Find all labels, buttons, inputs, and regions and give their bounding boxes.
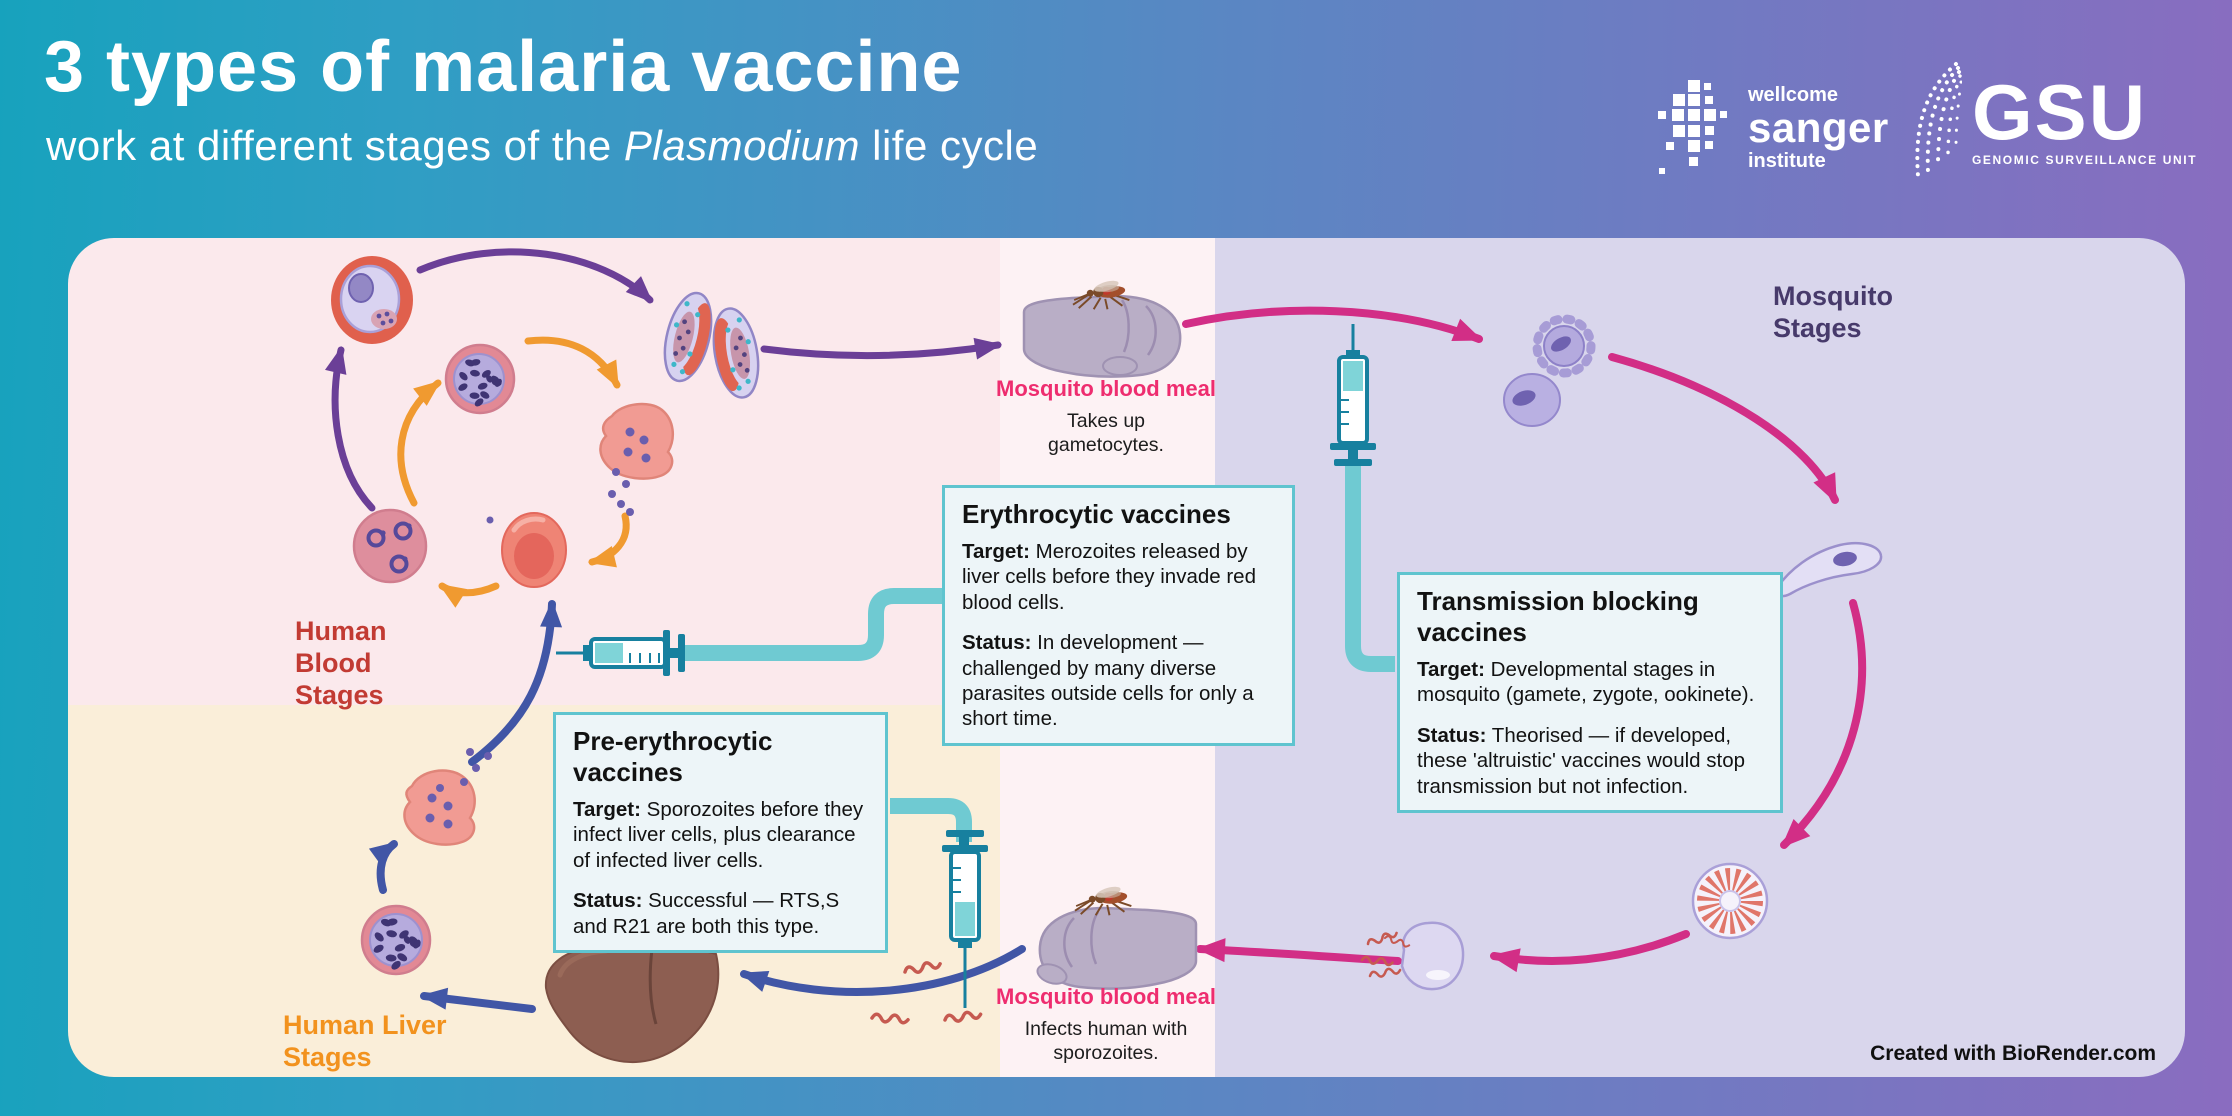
erythrocytic-vaccines-box: Erythrocytic vaccines Target: Merozoites… [942, 485, 1295, 746]
blood-meal-bottom-caption: Infects human with sporozoites. [1024, 1018, 1188, 1065]
pre-erythrocytic-title: Pre-erythrocytic vaccines [573, 726, 773, 787]
subtitle-italic: Plasmodium [623, 122, 860, 169]
blood-meal-top-label: Mosquito blood meal Takes up gametocytes… [992, 376, 1220, 458]
blood-meal-top-caption: Takes up gametocytes. [1048, 410, 1164, 457]
erythrocytic-status: Status: In development — challenged by m… [962, 630, 1275, 732]
blood-meal-top-title: Mosquito blood meal [996, 376, 1216, 401]
pre-erythrocytic-target: Target: Sporozoites before they infect l… [573, 797, 868, 873]
gsu-globe-icon [1915, 62, 1962, 178]
gsu-logo: GSU GENOMIC SURVEILLANCE UNIT [1898, 60, 2197, 182]
target-text: Developmental stages in mosquito (gamete… [1417, 658, 1755, 707]
biorender-credit: Created with BioRender.com [1870, 1042, 2156, 1065]
blood-meal-bottom-label: Mosquito blood meal Infects human with s… [992, 984, 1220, 1066]
region-human-blood [68, 238, 1000, 705]
gsu-caption: GENOMIC SURVEILLANCE UNIT [1972, 153, 2198, 168]
sanger-logo-text: wellcome sanger institute [1748, 85, 1889, 171]
gsu-logo-text: GSU GENOMIC SURVEILLANCE UNIT [1972, 67, 2198, 168]
mosquito-stages-label: Mosquito Stages [1773, 281, 1893, 343]
target-label: Target: [573, 798, 641, 821]
transmission-target: Target: Developmental stages in mosquito… [1417, 657, 1763, 708]
status-text: Successful — RTS,S and R21 are both this… [573, 889, 840, 938]
transmission-blocking-vaccines-box: Transmission blocking vaccines Target: D… [1397, 572, 1783, 814]
target-label: Target: [962, 540, 1030, 563]
page-title: 3 types of malaria vaccine [44, 27, 963, 107]
target-text: Sporozoites before they infect liver cel… [573, 798, 864, 872]
status-text: Theorised — if developed, these 'altruis… [1417, 723, 1746, 798]
blood-meal-bottom-title: Mosquito blood meal [996, 984, 1216, 1009]
subtitle-suffix: life cycle [859, 122, 1039, 169]
sanger-pixel-grid-icon [1658, 80, 1727, 174]
sanger-line3: institute [1748, 150, 1826, 172]
sanger-line2: sanger [1748, 104, 1889, 151]
human-liver-stages-label: Human Liver Stages [283, 1010, 447, 1072]
target-label: Target: [1417, 658, 1485, 681]
status-label: Status: [573, 889, 643, 913]
status-text: In development — challenged by many dive… [962, 631, 1254, 731]
pre-erythrocytic-vaccines-box: Pre-erythrocytic vaccines Target: Sporoz… [553, 712, 888, 954]
gsu-acronym: GSU [1972, 67, 2148, 156]
subtitle-prefix: work at different stages of the [46, 122, 624, 169]
status-label: Status: [962, 631, 1032, 655]
target-text: Merozoites released by liver cells befor… [962, 540, 1256, 614]
wellcome-sanger-logo: wellcome sanger institute [1658, 80, 1889, 176]
erythrocytic-target: Target: Merozoites released by liver cel… [962, 539, 1275, 615]
page-subtitle: work at different stages of the Plasmodi… [46, 122, 1038, 170]
transmission-title: Transmission blocking vaccines [1417, 586, 1699, 647]
status-label: Status: [1417, 723, 1487, 747]
pre-erythrocytic-status: Status: Successful — RTS,S and R21 are b… [573, 888, 868, 939]
transmission-status: Status: Theorised — if developed, these … [1417, 723, 1763, 799]
erythrocytic-title: Erythrocytic vaccines [962, 499, 1231, 529]
human-blood-stages-label: Human Blood Stages [295, 616, 387, 710]
sanger-line1: wellcome [1748, 84, 1839, 106]
